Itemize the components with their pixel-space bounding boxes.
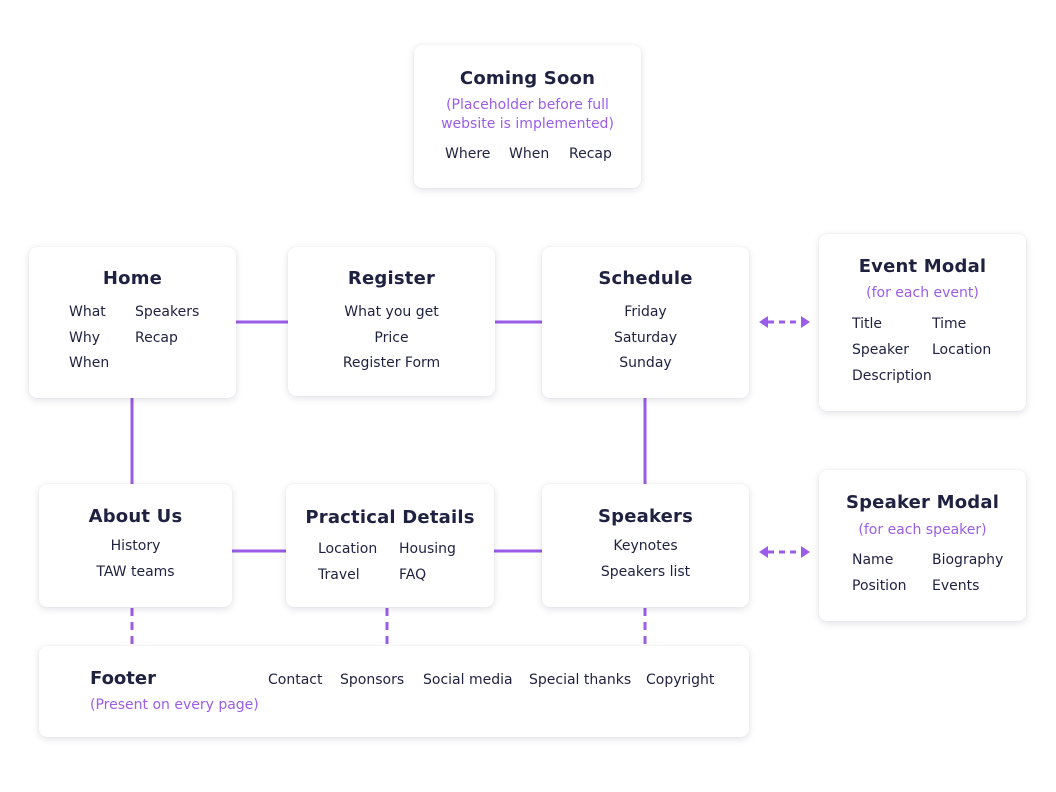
practical-details-title: Practical Details [305,507,475,528]
event-modal-item-description: Description [852,368,932,384]
speaker-modal-card: Speaker Modal (for each speaker) Name Bi… [819,470,1026,621]
schedule-item-sunday: Sunday [619,355,672,371]
register-item-what-you-get: What you get [344,304,439,320]
speakers-item-speakers-list: Speakers list [600,564,691,580]
practical-details-item-location: Location [318,541,378,557]
practical-details-item-faq: FAQ [399,567,427,583]
coming-soon-title: Coming Soon [459,68,596,89]
event-modal-card: Event Modal (for each event) Title Time … [819,234,1026,411]
schedule-title: Schedule [598,268,693,289]
footer-title: Footer [90,668,156,689]
about-us-title: About Us [88,506,183,527]
home-item-why: Why [69,330,101,346]
event-modal-subtitle: (for each event) [866,285,979,301]
about-us-item-taw-teams: TAW teams [96,564,175,580]
arrowhead-left-icon [759,546,768,558]
practical-details-card: Practical Details Location Housing Trave… [286,484,494,607]
arrowhead-left-icon [759,316,768,328]
coming-soon-item-where: Where [445,146,491,162]
coming-soon-item-when: When [509,146,550,162]
footer-item-contact: Contact [268,672,323,688]
home-item-what: What [69,304,106,320]
about-us-card: About Us History TAW teams [39,484,232,607]
schedule-item-friday: Friday [624,304,667,320]
speaker-modal-item-events: Events [932,578,980,594]
speaker-modal-item-position: Position [852,578,907,594]
schedule-item-saturday: Saturday [613,330,678,346]
coming-soon-subtitle-line1: (Placeholder before full [446,97,609,113]
register-item-register-form: Register Form [342,355,441,371]
about-us-item-history: History [110,538,161,554]
home-item-speakers: Speakers [135,304,200,320]
speaker-modal-item-biography: Biography [932,552,1004,568]
speakers-title: Speakers [597,506,694,527]
schedule-card: Schedule Friday Saturday Sunday [542,247,749,398]
home-item-recap: Recap [135,330,178,346]
footer-item-copyright: Copyright [646,672,715,688]
register-title: Register [347,268,436,289]
footer-subtitle: (Present on every page) [90,697,259,713]
speakers-card: Speakers Keynotes Speakers list [542,484,749,607]
event-modal-item-location: Location [932,342,992,358]
register-card: Register What you get Price Register For… [288,247,495,396]
event-modal-item-speaker: Speaker [852,342,909,358]
practical-details-item-travel: Travel [318,567,360,583]
arrowhead-right-icon [801,316,810,328]
practical-details-item-housing: Housing [399,541,456,557]
event-modal-item-title: Title [852,316,883,332]
speakers-item-keynotes: Keynotes [613,538,678,554]
speaker-modal-title: Speaker Modal [845,492,1000,513]
register-item-price: Price [374,330,409,346]
footer-item-special-thanks: Special thanks [529,672,632,688]
speaker-modal-subtitle: (for each speaker) [858,522,987,538]
coming-soon-card: Coming Soon (Placeholder before full web… [414,45,641,188]
coming-soon-subtitle-line2: website is implemented) [441,116,614,132]
home-title: Home [102,268,163,289]
home-card: Home What Speakers Why Recap When [29,247,236,398]
home-item-when: When [69,355,110,371]
footer-item-social-media: Social media [423,672,513,688]
speaker-modal-item-name: Name [852,552,894,568]
arrowhead-right-icon [801,546,810,558]
coming-soon-item-recap: Recap [569,146,612,162]
event-modal-title: Event Modal [858,256,987,277]
footer-card: Footer (Present on every page) Contact S… [39,646,749,737]
event-modal-item-time: Time [932,316,967,332]
footer-item-sponsors: Sponsors [340,672,405,688]
